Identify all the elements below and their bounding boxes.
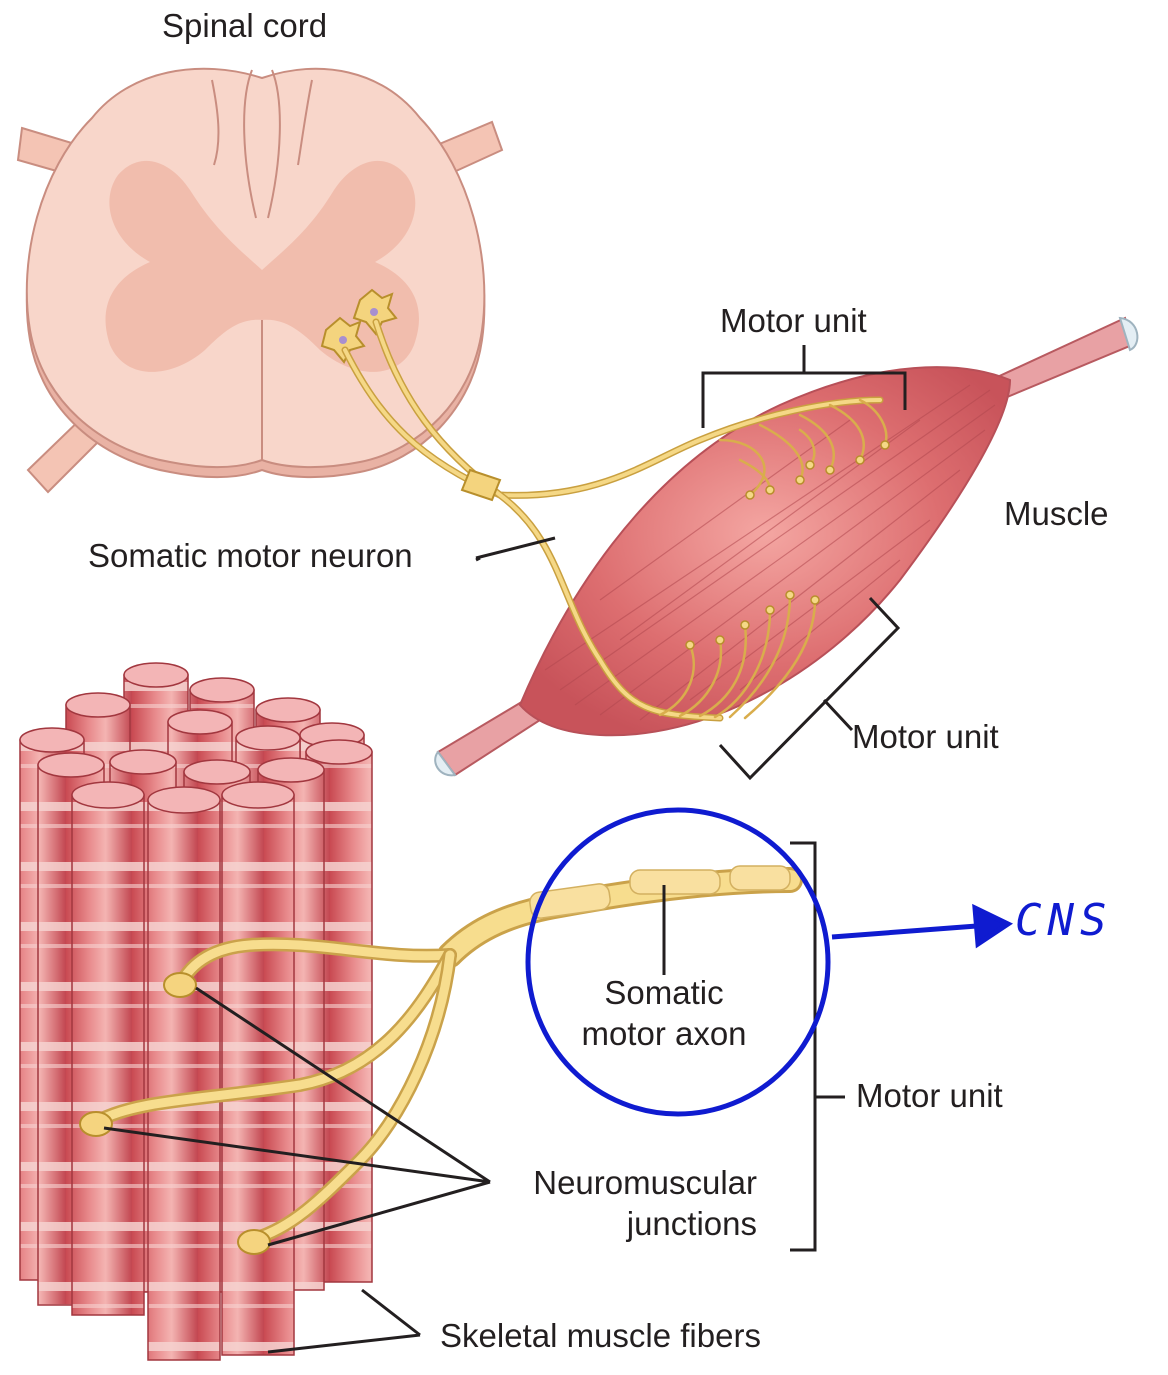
neuromuscular-line1: Neuromuscular <box>495 1162 757 1203</box>
cns-arrowhead <box>975 908 1008 944</box>
motor-unit-right-label: Motor unit <box>856 1075 1003 1116</box>
somatic-motor-axon-label: Somatic motor axon <box>558 972 770 1055</box>
skeletal-muscle-fiber-bundle <box>20 663 372 1360</box>
muscle-belly <box>520 367 1010 735</box>
neuromuscular-line2: junctions <box>495 1203 757 1244</box>
somatic-motor-axon-line2: motor axon <box>558 1013 770 1054</box>
motor-unit-top-label: Motor unit <box>720 300 867 341</box>
cns-arrow <box>832 925 990 937</box>
cns-annotation <box>528 810 1008 1114</box>
motor-unit-bottom-label: Motor unit <box>852 716 999 757</box>
neuron-leader-extra <box>476 558 480 560</box>
cns-handwritten-label: CNS <box>1015 895 1112 946</box>
muscle-label: Muscle <box>1004 493 1109 534</box>
neuromuscular-junctions-label: Neuromuscular junctions <box>495 1162 757 1245</box>
somatic-motor-neuron-label: Somatic motor neuron <box>88 535 413 576</box>
somatic-motor-axon-line1: Somatic <box>558 972 770 1013</box>
spinal-cord-label: Spinal cord <box>162 5 327 46</box>
axon-highlight-circle <box>528 810 828 1114</box>
muscle-illustration <box>435 318 1137 775</box>
fiber-front-row <box>72 782 294 1360</box>
skeletal-muscle-fibers-label: Skeletal muscle fibers <box>440 1315 761 1356</box>
